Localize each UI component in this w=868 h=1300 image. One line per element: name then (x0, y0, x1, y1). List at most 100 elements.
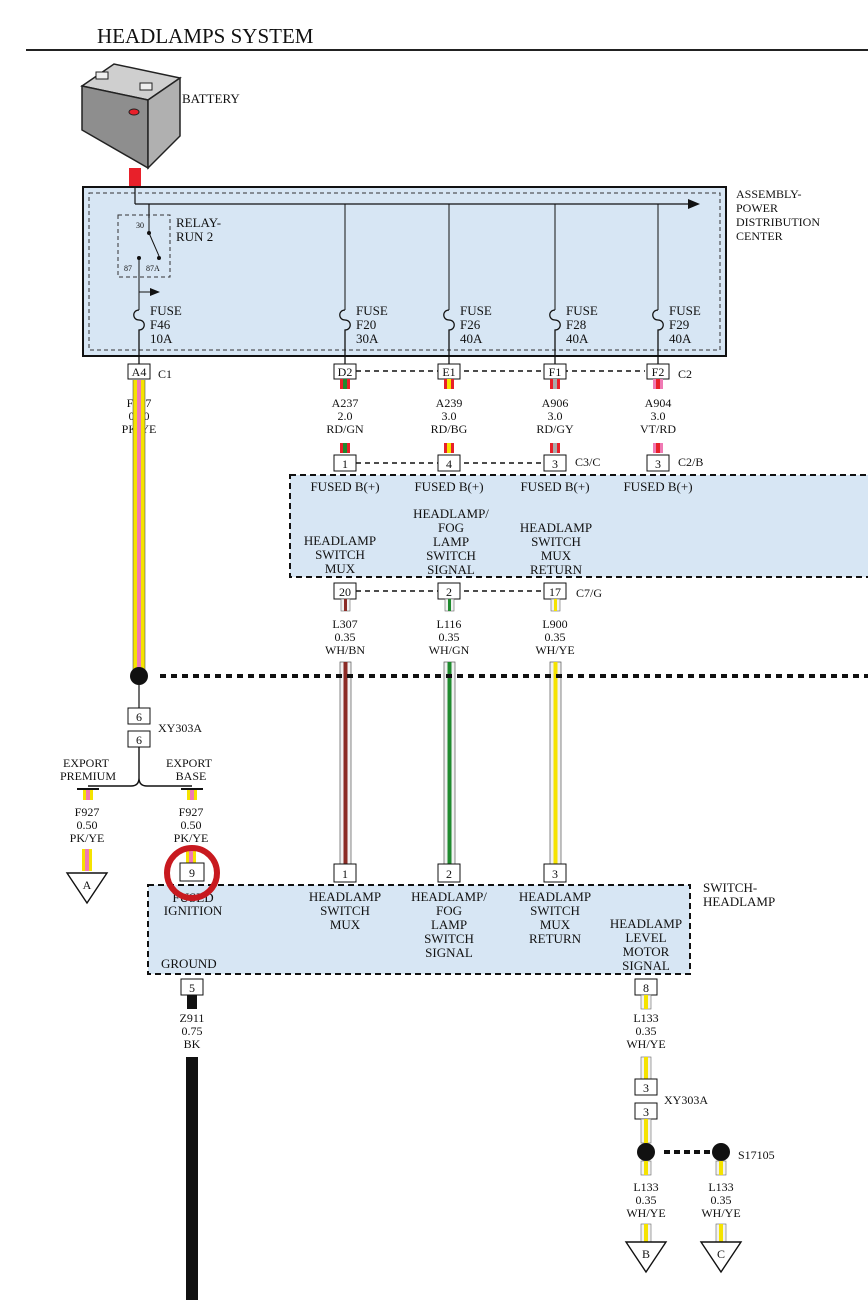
ref-triangle-b-icon (624, 1241, 668, 1274)
wire-a904-circuit: A904 (645, 396, 672, 410)
fuse-f46-icon (133, 309, 145, 364)
wire-a239-gauge: 3.0 (442, 409, 457, 423)
connector-c2b-pin-3 (646, 454, 670, 472)
bcm-col3-3: MUX (541, 548, 572, 563)
wire-b-gauge: 0.35 (636, 1193, 657, 1207)
wire-l133-circuit: L133 (633, 1011, 658, 1025)
connector-c3c-pin-1 (333, 454, 357, 472)
svg-text:8: 8 (643, 981, 649, 995)
wire-l307-circuit: L307 (332, 617, 357, 631)
wire-base-gauge: 0.50 (181, 818, 202, 832)
switch-col3-2: SWITCH (530, 903, 580, 918)
switch-col2-5: SIGNAL (425, 945, 473, 960)
wire-l307-gauge: 0.35 (335, 630, 356, 644)
bcm-col2-2: FOG (438, 520, 464, 535)
wire-l307-color: WH/BN (325, 643, 365, 657)
svg-text:17: 17 (549, 585, 561, 599)
svg-text:3: 3 (552, 457, 558, 471)
pdc-label-4: CENTER (736, 229, 783, 243)
fuse-f29-rating: 40A (669, 331, 692, 346)
switch-pin-9 (179, 862, 205, 882)
switch-fused-ignition-2: IGNITION (164, 903, 223, 918)
connector-c7g-label: C7/G (576, 586, 602, 600)
switch-col3-1: HEADLAMP (519, 889, 591, 904)
switch-col3-4: RETURN (529, 931, 582, 946)
wire-z911-color: BK (184, 1037, 201, 1051)
wire-l116-color: WH/GN (429, 643, 470, 657)
page-title: HEADLAMPS SYSTEM (97, 24, 314, 48)
splice-dot-c (712, 1143, 730, 1161)
wire-l307 (339, 661, 352, 865)
wire-a237-circuit: A237 (332, 396, 359, 410)
pdc-label-2: POWER (736, 201, 778, 215)
wire-a906-gauge: 3.0 (548, 409, 563, 423)
svg-text:4: 4 (446, 457, 452, 471)
pdc-label-3: DISTRIBUTION (736, 215, 820, 229)
fuse-f26-id: F26 (460, 317, 481, 332)
switch-col4-4: SIGNAL (622, 958, 670, 973)
wire-base-color: PK/YE (174, 831, 209, 845)
ref-a-label: A (83, 878, 92, 892)
switch-col4-1: HEADLAMP (610, 916, 682, 931)
export-base-2: BASE (176, 769, 207, 783)
wire-a239-circuit: A239 (436, 396, 463, 410)
switch-col4-2: LEVEL (625, 930, 666, 945)
svg-text:A4: A4 (132, 365, 147, 379)
svg-text:30: 30 (136, 221, 144, 230)
fuse-f29-name: FUSE (669, 303, 701, 318)
ref-triangle-c-icon (699, 1241, 743, 1274)
wire-premium-gauge: 0.50 (77, 818, 98, 832)
wire-premium-circuit: F927 (75, 805, 100, 819)
export-branch (88, 747, 192, 787)
relay-label-2: RUN 2 (176, 229, 213, 244)
svg-text:E1: E1 (442, 365, 455, 379)
fuse-f28-rating: 40A (566, 331, 589, 346)
bcm-col1-1: HEADLAMP (304, 533, 376, 548)
svg-text:F1: F1 (549, 365, 562, 379)
bcm-col1-3: MUX (325, 561, 356, 576)
switch-col2-4: SWITCH (424, 931, 474, 946)
connector-c3c-pin-4 (437, 454, 461, 472)
switch-col2-2: FOG (436, 903, 462, 918)
switch-col1-3: MUX (330, 917, 361, 932)
fuse-f46-name: FUSE (150, 303, 182, 318)
connector-c2b-label: C2/B (678, 455, 703, 469)
ref-b-label: B (642, 1247, 650, 1261)
switch-col2-1: HEADLAMP/ (411, 889, 487, 904)
connector-xy303a-pin-3-top (634, 1078, 658, 1096)
wire-l900 (549, 661, 562, 865)
wire-a237-color: RD/GN (326, 422, 364, 436)
svg-text:D2: D2 (338, 365, 353, 379)
relay-label-1: RELAY- (176, 215, 221, 230)
connector-c3c-label: C3/C (575, 455, 600, 469)
splice-dot (130, 667, 148, 685)
fuse-f29-icon (652, 309, 664, 364)
wire-f927-main (132, 380, 146, 676)
switch-col1-2: SWITCH (320, 903, 370, 918)
connector-c2-label: C2 (678, 367, 692, 381)
svg-text:9: 9 (189, 866, 195, 880)
svg-text:87: 87 (124, 264, 132, 273)
wire-a239-color: RD/BG (431, 422, 468, 436)
fuse-f20-icon (339, 309, 351, 364)
bcm-col2-1: HEADLAMP/ (413, 506, 489, 521)
svg-text:3: 3 (643, 1081, 649, 1095)
switch-col1-1: HEADLAMP (309, 889, 381, 904)
svg-text:5: 5 (189, 981, 195, 995)
connector-c3c-pin-3 (543, 454, 567, 472)
connector-c1-label: C1 (158, 367, 172, 381)
svg-text:3: 3 (643, 1105, 649, 1119)
svg-text:3: 3 (655, 457, 661, 471)
ref-triangle-a-icon (65, 872, 109, 905)
svg-text:2: 2 (446, 867, 452, 881)
switch-headlamp (147, 884, 691, 975)
wire-a906-color: RD/GY (536, 422, 574, 436)
wire-l900-gauge: 0.35 (545, 630, 566, 644)
svg-text:6: 6 (136, 710, 142, 724)
switch-label-2: HEADLAMP (703, 894, 775, 909)
wire-a904-gauge: 3.0 (651, 409, 666, 423)
switch-pin-3 (543, 863, 567, 883)
fuse-f26-name: FUSE (460, 303, 492, 318)
bcm-fused-2: FUSED B(+) (414, 479, 483, 494)
